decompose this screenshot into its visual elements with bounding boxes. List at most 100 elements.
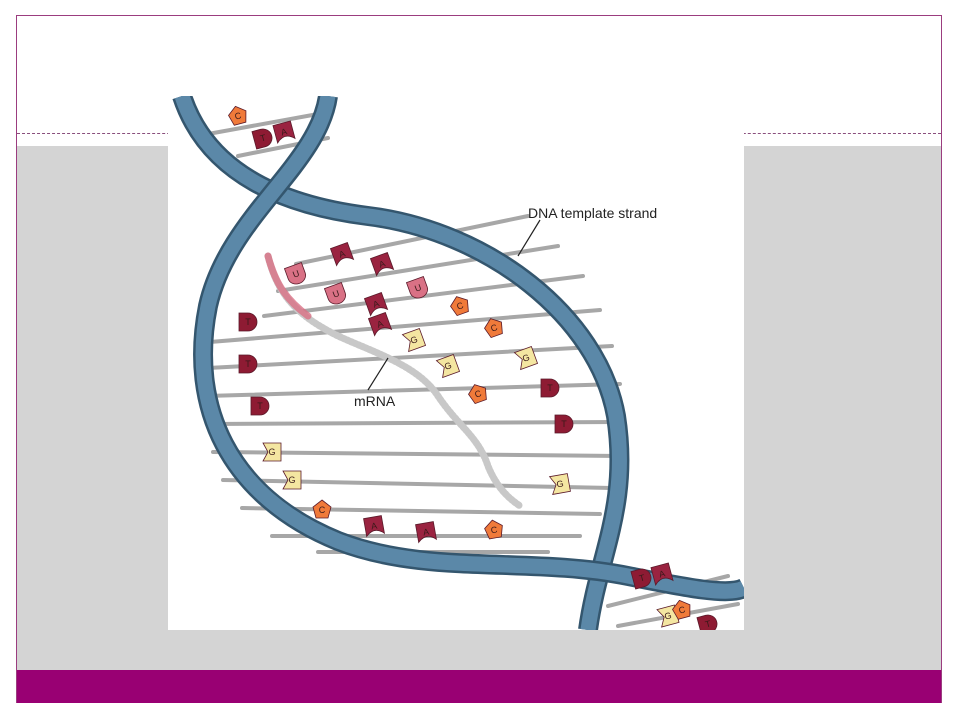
base-shape — [282, 470, 302, 490]
base-shape — [513, 345, 539, 371]
base-letter: C — [319, 505, 326, 515]
rung — [206, 112, 320, 136]
base-shape — [548, 473, 571, 495]
base-letter: C — [455, 300, 465, 312]
base-shape — [450, 296, 469, 317]
base-letter: A — [280, 126, 288, 137]
base-shape — [238, 312, 258, 332]
base-a: A — [650, 562, 674, 587]
base-shape — [363, 291, 389, 317]
rung — [208, 308, 602, 344]
base-shape — [554, 414, 574, 434]
base-shape — [363, 515, 385, 538]
base-letter: G — [443, 360, 453, 372]
base-a: A — [369, 251, 395, 277]
base-shape — [435, 353, 461, 379]
base-letter: A — [370, 521, 378, 532]
base-u: U — [323, 281, 346, 305]
base-letter: A — [377, 258, 386, 269]
base-letter: A — [422, 527, 430, 538]
base-letter: A — [375, 318, 384, 329]
base-shape — [238, 354, 258, 374]
base-c: C — [312, 499, 332, 519]
base-shape — [484, 318, 503, 339]
rung — [276, 244, 560, 293]
base-shape — [272, 120, 296, 145]
base-shape — [323, 281, 346, 305]
base-a: A — [363, 515, 385, 538]
base-t: T — [250, 396, 270, 416]
base-a: A — [329, 241, 355, 267]
base-letter: T — [704, 618, 712, 629]
rung — [206, 420, 624, 426]
base-t: T — [540, 378, 560, 398]
mrna-strand-pink — [264, 252, 312, 320]
dna-template-strand-label: DNA template strand — [528, 205, 657, 221]
base-letter: G — [268, 447, 275, 457]
base-shape — [630, 568, 652, 590]
base-shape — [262, 442, 282, 462]
base-letter: C — [489, 322, 499, 334]
base-u: U — [405, 275, 428, 299]
base-letter: G — [288, 475, 295, 485]
base-letter: G — [663, 610, 672, 621]
base-t: T — [630, 568, 652, 590]
base-a: A — [363, 291, 389, 317]
base-letter: G — [556, 478, 565, 489]
rung — [240, 506, 602, 516]
base-g: G — [401, 327, 427, 353]
base-shape — [367, 311, 393, 337]
dna-backbone-right-fill — [195, 96, 744, 599]
base-shape — [650, 562, 674, 587]
base-letter: C — [490, 524, 499, 535]
base-letter: T — [638, 572, 646, 583]
base-c: C — [450, 296, 469, 317]
base-shape — [672, 599, 691, 620]
base-t: T — [554, 414, 574, 434]
base-letter: G — [409, 334, 419, 346]
base-letter: G — [521, 352, 531, 364]
base-g: G — [513, 345, 539, 371]
base-g: G — [548, 473, 571, 495]
base-shape — [369, 251, 395, 277]
base-shape — [312, 499, 332, 519]
dna-backbone-left-fill — [174, 96, 627, 630]
base-letter: T — [257, 401, 263, 411]
mrna-label: mRNA — [354, 393, 396, 409]
base-t: T — [251, 128, 273, 150]
mrna-strand — [264, 252, 524, 510]
base-letter: T — [561, 419, 567, 429]
base-shape — [228, 105, 247, 126]
base-letter: C — [234, 110, 243, 121]
base-letter: T — [547, 383, 553, 393]
base-shape — [540, 378, 560, 398]
base-letter: A — [337, 248, 346, 259]
base-c: C — [468, 384, 487, 405]
base-a: A — [367, 311, 393, 337]
base-shape — [415, 521, 437, 544]
base-c: C — [484, 519, 503, 540]
rung — [206, 344, 614, 370]
base-g: G — [282, 470, 302, 490]
base-t: T — [238, 354, 258, 374]
base-shape — [251, 128, 273, 150]
base-shape — [696, 614, 718, 630]
base-u: U — [283, 261, 306, 285]
base-letter: U — [291, 268, 301, 280]
base-shape — [250, 396, 270, 416]
base-c: C — [672, 599, 691, 620]
base-letter: A — [371, 298, 380, 309]
base-letter: U — [413, 282, 423, 294]
base-letter: C — [473, 388, 483, 400]
base-shape — [329, 241, 355, 267]
mrna-label-leader — [367, 357, 389, 391]
base-letter: T — [245, 359, 251, 369]
base-letter: T — [245, 317, 251, 327]
footer-bar — [17, 670, 941, 703]
base-letter: A — [658, 568, 666, 579]
base-a: A — [415, 521, 437, 544]
base-c: C — [484, 318, 503, 339]
base-letter: U — [331, 288, 341, 300]
